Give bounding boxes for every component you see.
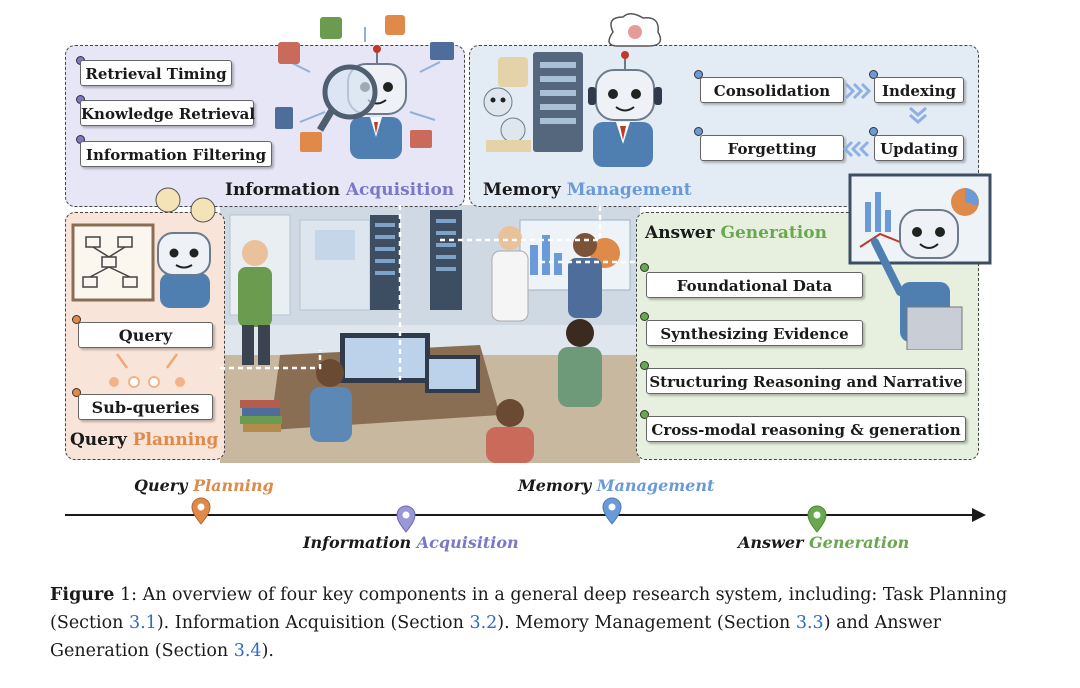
memory-management-title: Memory Management: [483, 180, 692, 200]
component-connector-lines: [220, 205, 636, 380]
caption-number: 1: [119, 585, 132, 605]
timeline-label-memory-management: Memory Management: [518, 476, 714, 495]
title-word-2: Acquisition: [345, 180, 455, 200]
synthesizing-evidence-pin: [640, 312, 649, 321]
timeline-label-information-acquisition: Information Acquisition: [303, 533, 519, 552]
robot-magnifier-icon: [275, 15, 454, 159]
section-3-3-link[interactable]: 3.3: [795, 613, 824, 633]
synthesizing-evidence-box: Synthesizing Evidence: [646, 320, 863, 346]
knowledge-retrieval-box: Knowledge Retrieval: [80, 100, 255, 126]
title-word-2: Planning: [132, 430, 219, 450]
generation-marker-icon: [807, 505, 827, 533]
caption-label: Figure: [50, 585, 115, 605]
label-word-2: Generation: [809, 533, 910, 552]
section-3-4-link[interactable]: 3.4: [233, 641, 262, 661]
planning-robot-flowchart-icon: [71, 187, 216, 308]
indexing-box: Indexing: [874, 77, 964, 103]
information-filtering-box: Information Filtering: [80, 141, 272, 167]
label-word-1: Information: [303, 533, 412, 552]
answer-generation-title: Answer Generation: [645, 223, 827, 243]
timeline-label-query-planning: Query Planning: [134, 476, 274, 495]
title-word-1: Memory: [483, 180, 561, 200]
query-planning-title: Query Planning: [70, 430, 218, 450]
memory-flow-arrows-icon: [842, 82, 927, 158]
memory-robots-server-icon: [483, 13, 662, 167]
foundational-data-pin: [640, 263, 649, 272]
foundational-data-box: Foundational Data: [646, 272, 863, 298]
forgetting-pin: [694, 127, 703, 136]
caption-text-2: ). Information Acquisition (Section: [156, 613, 470, 633]
forgetting-box: Forgetting: [700, 135, 844, 161]
memory-marker-icon: [602, 497, 622, 525]
label-word-1: Answer: [738, 533, 804, 552]
label-word-2: Planning: [193, 476, 274, 495]
section-3-2-link[interactable]: 3.2: [469, 613, 498, 633]
subqueries-box: Sub-queries: [78, 394, 213, 420]
title-word-2: Management: [566, 180, 692, 200]
figure-caption: Figure 1: An overview of four key compon…: [50, 581, 1010, 665]
retrieval-timing-box: Retrieval Timing: [80, 60, 232, 86]
indexing-pin: [869, 70, 878, 79]
caption-text-1: : An overview of four key components in …: [50, 585, 1008, 633]
label-word-2: Acquisition: [416, 533, 519, 552]
query-decomposition-arrows-icon: [109, 353, 185, 388]
updating-pin: [869, 127, 878, 136]
title-word-1: Query: [70, 430, 127, 450]
acquisition-marker-icon: [396, 505, 416, 533]
label-word-1: Memory: [518, 476, 592, 495]
updating-box: Updating: [874, 135, 964, 161]
cross-modal-reasoning-pin: [640, 410, 649, 419]
structuring-reasoning-box: Structuring Reasoning and Narrative: [646, 368, 966, 394]
cross-modal-reasoning-box: Cross-modal reasoning & generation: [646, 416, 966, 442]
title-word-2: Generation: [720, 223, 827, 243]
timeline-label-answer-generation: Answer Generation: [738, 533, 909, 552]
label-word-2: Management: [596, 476, 715, 495]
label-word-1: Query: [134, 476, 188, 495]
title-word-1: Information: [225, 180, 340, 200]
caption-text-5: ).: [261, 641, 274, 661]
information-acquisition-title: Information Acquisition: [225, 180, 454, 200]
consolidation-box: Consolidation: [700, 77, 844, 103]
caption-text-4: ) and Answer Generation (Section: [50, 613, 942, 661]
query-pin: [72, 315, 81, 324]
caption-text-3: ). Memory Management (Section: [497, 613, 796, 633]
title-word-1: Answer: [645, 223, 715, 243]
subqueries-pin: [72, 388, 81, 397]
consolidation-pin: [694, 70, 703, 79]
planning-marker-icon: [191, 497, 211, 525]
central-office-scene: [220, 205, 640, 463]
structuring-reasoning-pin: [640, 361, 649, 370]
section-3-1-link[interactable]: 3.1: [128, 613, 157, 633]
query-box: Query: [78, 322, 213, 348]
presenter-robot-icon: [848, 173, 992, 350]
